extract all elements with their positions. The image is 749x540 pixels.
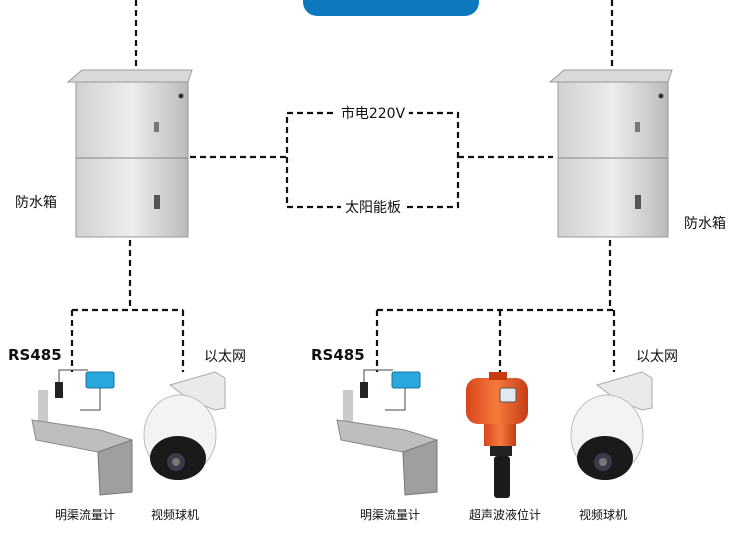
open-channel-flowmeter-right [336,369,438,496]
waterproof-box-right [548,69,673,238]
waterproof-box-left [66,69,193,238]
ultrasonic-level-meter [466,372,528,498]
solar-panel-label: 太阳能板 [341,197,405,217]
waterproof-box-left-label: 防水箱 [15,195,57,211]
speed-dome-camera-right [570,371,653,480]
speed-dome-camera-left [143,371,226,480]
device-label: 明渠流量计 [359,508,421,522]
rs485-label-left: RS485 [8,346,62,364]
device-label: 超声波液位计 [468,508,542,522]
open-channel-flowmeter-left [31,369,133,496]
device-label: 视频球机 [578,508,628,522]
ethernet-label-right: 以太网 [636,349,678,365]
header-banner [303,0,479,16]
rs485-label-right: RS485 [311,346,365,364]
device-label: 视频球机 [150,508,200,522]
mains-power-label: 市电220V [336,103,410,123]
ethernet-label-left: 以太网 [204,349,246,365]
device-label: 明渠流量计 [54,508,116,522]
waterproof-box-right-label: 防水箱 [684,216,726,232]
